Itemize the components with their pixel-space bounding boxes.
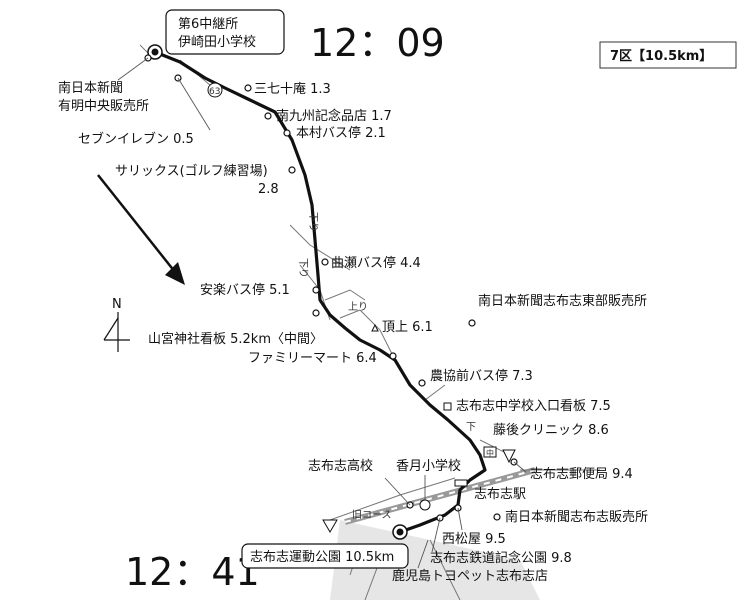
landmark-magarise: 曲瀬バス停 4.4 bbox=[321, 255, 421, 271]
svg-text:頂上 6.1: 頂上 6.1 bbox=[382, 320, 433, 335]
landmark-station: 志布志駅 bbox=[454, 479, 526, 502]
svg-text:2.8: 2.8 bbox=[258, 182, 279, 197]
start-marker-core bbox=[151, 48, 159, 56]
svg-text:南日本新聞: 南日本新聞 bbox=[58, 80, 123, 96]
svg-text:南日本新聞志布志東部販売所: 南日本新聞志布志東部販売所 bbox=[478, 293, 647, 309]
landmark-railway-park: 志布志鉄道記念公園 9.8 bbox=[430, 514, 572, 566]
finish-marker-core bbox=[396, 528, 404, 536]
relay-box-line2: 伊崎田小学校 bbox=[178, 34, 256, 50]
landmark-minaminihon-shibushi: 南日本新聞志布志販売所 bbox=[493, 509, 648, 525]
svg-text:本村バス停 2.1: 本村バス停 2.1 bbox=[296, 125, 386, 141]
landmark-sanshichi: 三七十庵 1.3 bbox=[244, 81, 331, 97]
landmark-noukyoumae: 農協前バス停 7.3 bbox=[418, 368, 533, 387]
svg-text:曲瀬バス停 4.4: 曲瀬バス停 4.4 bbox=[331, 255, 421, 271]
down-label-2: 下り bbox=[297, 258, 309, 278]
finish-time: 12：41 bbox=[125, 550, 260, 594]
svg-text:南日本新聞志布志販売所: 南日本新聞志布志販売所 bbox=[505, 509, 648, 525]
svg-text:志布志中学校入口看板 7.5: 志布志中学校入口看板 7.5 bbox=[456, 398, 611, 414]
down-label-3: 下 bbox=[466, 422, 476, 433]
landmark-minaminihon-ariake: 南日本新聞 有明中央販売所 bbox=[58, 54, 152, 114]
down-label-1: 下り bbox=[307, 212, 319, 232]
landmark-post-office: 志布志郵便局 9.4 bbox=[510, 458, 633, 482]
svg-text:サリックス(ゴルフ練習場): サリックス(ゴルフ練習場) bbox=[115, 163, 268, 179]
svg-text:西松屋 9.5: 西松屋 9.5 bbox=[442, 532, 506, 547]
landmark-shibushi-hs: 志布志高校 bbox=[308, 458, 414, 509]
landmark-motomura: 本村バス停 2.1 bbox=[283, 125, 386, 141]
landmark-toyopet: 鹿児島トヨペット志布志店 bbox=[392, 539, 548, 584]
svg-text:セブンイレブン 0.5: セブンイレブン 0.5 bbox=[78, 131, 194, 147]
landmark-minaminihon-shibushi-east: 南日本新聞志布志東部販売所 bbox=[468, 293, 647, 327]
finish-box bbox=[241, 543, 409, 569]
svg-text:南九州記念品店 1.7: 南九州記念品店 1.7 bbox=[276, 108, 392, 124]
old-course-label: 旧コース bbox=[352, 509, 392, 521]
landmark-minamikyushu: 南九州記念品店 1.7 bbox=[264, 108, 392, 124]
route-63-shield: 63 bbox=[207, 82, 223, 98]
svg-text:志布志高校: 志布志高校 bbox=[308, 458, 373, 474]
landmark-sarikkusu: サリックス(ゴルフ練習場) 2.8 bbox=[115, 163, 296, 197]
svg-text:三七十庵 1.3: 三七十庵 1.3 bbox=[254, 81, 331, 97]
landmark-shibushi-jhs: 志布志中学校入口看板 7.5 bbox=[443, 398, 611, 414]
landmark-yamamiya: 山宮神社看板 5.2km〈中間〉 bbox=[148, 309, 323, 347]
up-label: 上り bbox=[348, 301, 368, 313]
svg-text:志布志駅: 志布志駅 bbox=[474, 487, 526, 502]
landmark-summit: 頂上 6.1 bbox=[371, 320, 433, 335]
landmark-fujigo: 中 藤後クリニック 8.6 bbox=[483, 423, 609, 464]
old-course-sign bbox=[322, 519, 338, 533]
landmark-anraku: 安楽バス停 5.1 bbox=[200, 282, 320, 298]
section-badge: 7区【10.5km】 bbox=[610, 48, 712, 64]
svg-text:藤後クリニック 8.6: 藤後クリニック 8.6 bbox=[493, 423, 609, 438]
start-time: 12：09 bbox=[310, 21, 445, 65]
svg-text:農協前バス停 7.3: 農協前バス停 7.3 bbox=[430, 368, 533, 384]
relay-box bbox=[165, 9, 285, 55]
section-badge-box bbox=[599, 41, 737, 69]
svg-text:鹿児島トヨペット志布志店: 鹿児島トヨペット志布志店 bbox=[392, 568, 548, 584]
landmark-seven-eleven: セブンイレブン 0.5 bbox=[78, 74, 211, 147]
svg-text:山宮神社看板 5.2km〈中間〉: 山宮神社看板 5.2km〈中間〉 bbox=[148, 331, 323, 347]
town-area bbox=[330, 520, 540, 600]
svg-text:志布志鉄道記念公園 9.8: 志布志鉄道記念公園 9.8 bbox=[430, 550, 572, 566]
svg-text:安楽バス停 5.1: 安楽バス停 5.1 bbox=[200, 282, 290, 298]
svg-text:有明中央販売所: 有明中央販売所 bbox=[58, 98, 149, 114]
svg-text:ファミリーマート 6.4: ファミリーマート 6.4 bbox=[248, 351, 377, 366]
svg-text:志布志郵便局 9.4: 志布志郵便局 9.4 bbox=[530, 467, 633, 482]
landmark-nishimatsuya: 西松屋 9.5 bbox=[442, 504, 506, 547]
svg-text:香月小学校: 香月小学校 bbox=[396, 458, 461, 474]
compass: N bbox=[103, 297, 130, 352]
svg-text:中: 中 bbox=[486, 448, 494, 458]
relay-box-line1: 第6中継所 bbox=[178, 17, 238, 32]
landmark-kougetsu: 香月小学校 bbox=[396, 458, 461, 511]
landmark-familymart: ファミリーマート 6.4 bbox=[248, 351, 397, 366]
svg-text:63: 63 bbox=[209, 87, 220, 97]
railway-line-dash bbox=[344, 469, 536, 523]
finish-box-label: 志布志運動公園 10.5km bbox=[250, 550, 394, 565]
compass-label: N bbox=[112, 297, 122, 312]
direction-arrow bbox=[97, 174, 185, 285]
